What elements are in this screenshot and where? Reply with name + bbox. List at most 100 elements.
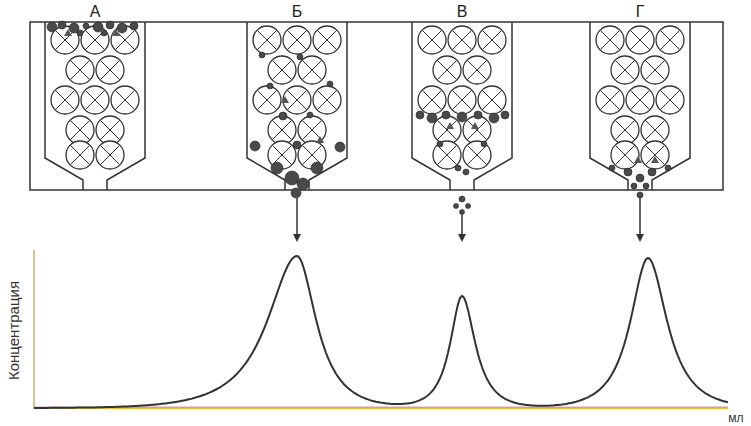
bead-cross bbox=[302, 60, 321, 79]
particle bbox=[481, 141, 487, 147]
particle bbox=[271, 162, 283, 174]
resin-bead bbox=[268, 56, 296, 84]
column-letter: В bbox=[457, 4, 468, 20]
bead-cross bbox=[272, 120, 291, 139]
particle bbox=[112, 29, 120, 36]
bead-cross bbox=[437, 60, 456, 79]
bead-cross bbox=[70, 145, 89, 164]
resin-bead bbox=[463, 56, 491, 84]
particle bbox=[442, 111, 450, 119]
particle bbox=[58, 21, 66, 29]
particle bbox=[466, 204, 471, 209]
resin-bead bbox=[96, 116, 124, 144]
particle bbox=[83, 23, 89, 29]
particle bbox=[117, 23, 127, 33]
particle bbox=[327, 81, 333, 87]
particle bbox=[281, 96, 289, 103]
bead-cross bbox=[600, 90, 619, 109]
particle bbox=[279, 112, 287, 120]
bead-cross bbox=[287, 30, 306, 49]
particle bbox=[93, 22, 103, 32]
particle bbox=[106, 21, 114, 29]
resin-bead bbox=[641, 116, 669, 144]
particle bbox=[454, 204, 459, 209]
particle bbox=[631, 183, 637, 189]
column-wall bbox=[45, 22, 145, 190]
bead-cross bbox=[302, 145, 321, 164]
resin-bead bbox=[111, 86, 139, 114]
bead-cross bbox=[452, 30, 471, 49]
bead-cross bbox=[660, 30, 679, 49]
flow-arrow bbox=[296, 198, 298, 240]
bead-cross bbox=[660, 90, 679, 109]
resin-bead bbox=[626, 86, 654, 114]
column-wall bbox=[247, 22, 347, 190]
particle bbox=[307, 112, 313, 118]
resin-bead bbox=[596, 86, 624, 114]
bead-cross bbox=[85, 90, 104, 109]
particle bbox=[457, 112, 467, 122]
particle bbox=[624, 168, 632, 176]
frame bbox=[30, 22, 723, 190]
bead-cross bbox=[630, 30, 649, 49]
resin-bead bbox=[96, 141, 124, 169]
particle bbox=[427, 113, 437, 123]
elution-curve bbox=[34, 256, 728, 408]
x-axis bbox=[34, 407, 728, 409]
bead-cross bbox=[630, 90, 649, 109]
resin-bead bbox=[66, 116, 94, 144]
sample-particles bbox=[47, 21, 671, 215]
bead-cross bbox=[302, 120, 321, 139]
resin-bead bbox=[433, 141, 461, 169]
particle bbox=[651, 156, 659, 163]
particle bbox=[460, 210, 465, 215]
resin-bead bbox=[298, 116, 326, 144]
resin-bead bbox=[283, 26, 311, 54]
resin-bead bbox=[253, 86, 281, 114]
particle bbox=[489, 113, 499, 123]
particle bbox=[291, 188, 301, 198]
particle bbox=[474, 111, 482, 119]
bead-cross bbox=[317, 30, 336, 49]
resin-bead bbox=[656, 26, 684, 54]
bead-cross bbox=[452, 90, 471, 109]
resin-bead bbox=[433, 56, 461, 84]
resin-bead bbox=[448, 86, 476, 114]
column-wall bbox=[412, 22, 512, 190]
bead-cross bbox=[100, 60, 119, 79]
bead-cross bbox=[422, 90, 441, 109]
bead-cross bbox=[482, 30, 501, 49]
resin-bead bbox=[656, 86, 684, 114]
particle bbox=[459, 196, 465, 202]
resin-bead bbox=[418, 86, 446, 114]
bead-cross bbox=[287, 90, 306, 109]
resin-bead bbox=[478, 26, 506, 54]
bead-cross bbox=[645, 145, 664, 164]
bead-cross bbox=[437, 145, 456, 164]
resin-bead bbox=[448, 26, 476, 54]
bead-cross bbox=[615, 120, 634, 139]
particle bbox=[259, 52, 265, 58]
bead-cross bbox=[437, 120, 456, 139]
resin-bead bbox=[463, 116, 491, 144]
particle bbox=[446, 122, 454, 129]
bead-cross bbox=[600, 30, 619, 49]
particle bbox=[130, 22, 138, 30]
bead-cross bbox=[615, 145, 634, 164]
column-letter: Г bbox=[636, 4, 645, 20]
particle bbox=[47, 22, 57, 32]
particle bbox=[609, 165, 615, 171]
particle bbox=[316, 136, 324, 143]
resin-bead bbox=[66, 56, 94, 84]
resin-bead bbox=[433, 116, 461, 144]
bead-cross bbox=[467, 120, 486, 139]
y-axis bbox=[33, 250, 35, 409]
resin-bead bbox=[596, 26, 624, 54]
particle bbox=[77, 30, 83, 36]
particle bbox=[634, 156, 642, 163]
particle bbox=[437, 141, 443, 147]
particle bbox=[455, 165, 461, 171]
resin-bead bbox=[298, 56, 326, 84]
resin-bead bbox=[463, 141, 491, 169]
resin-bead bbox=[51, 86, 79, 114]
